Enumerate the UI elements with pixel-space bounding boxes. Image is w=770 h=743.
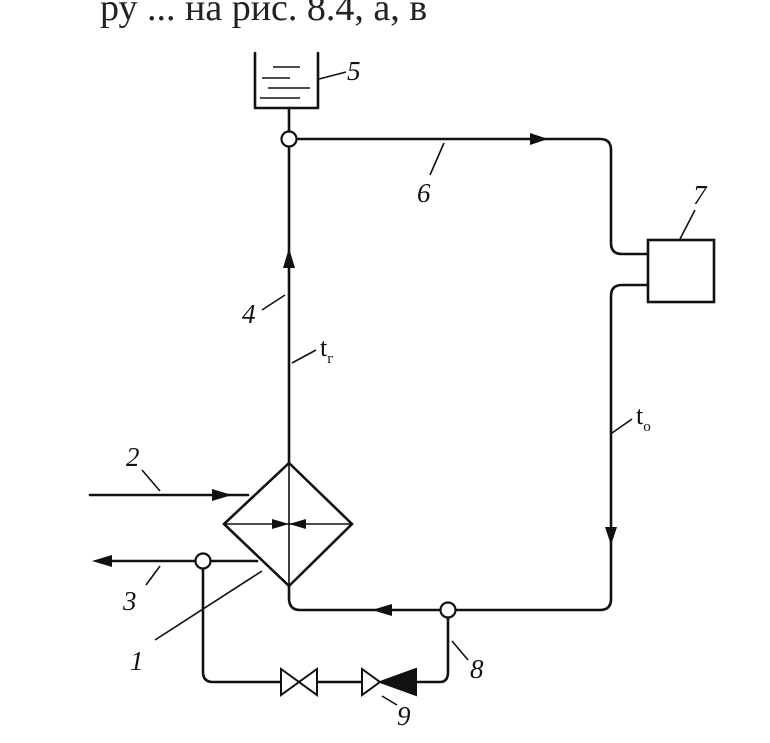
- leader-lines: [141, 71, 696, 706]
- consumer-box: [646, 238, 716, 304]
- flow-arrow-inlet: [212, 489, 232, 501]
- makeup-pipe: [201, 567, 450, 684]
- label-temp-cold: tо: [636, 401, 651, 435]
- junction-node-top: [280, 130, 298, 148]
- flow-arrow-down: [605, 527, 617, 545]
- label-8: 8: [470, 654, 484, 684]
- flow-arrow-top: [530, 133, 548, 145]
- gate-valve: [280, 667, 318, 697]
- label-4: 4: [242, 299, 256, 329]
- label-5: 5: [347, 56, 361, 86]
- label-7: 7: [693, 180, 708, 210]
- junction-node-left: [194, 552, 212, 570]
- cropped-header-text: ру ... на рис. 8.4, а, в: [100, 0, 428, 29]
- return-pipe: [287, 283, 650, 612]
- expansion-tank: [253, 51, 320, 133]
- flow-arrow-outlet: [92, 555, 112, 567]
- heat-exchanger: [222, 461, 354, 588]
- supply-pipe: [287, 137, 650, 467]
- label-6: 6: [417, 178, 431, 208]
- label-9: 9: [397, 701, 411, 731]
- flow-arrow-up: [283, 248, 295, 268]
- check-valve: [361, 667, 417, 697]
- label-temp-hot: tг: [320, 333, 333, 367]
- label-3: 3: [122, 586, 137, 616]
- label-1: 1: [130, 646, 144, 676]
- junction-node-8: [439, 601, 457, 619]
- flow-arrow-return: [372, 604, 392, 616]
- label-2: 2: [126, 442, 140, 472]
